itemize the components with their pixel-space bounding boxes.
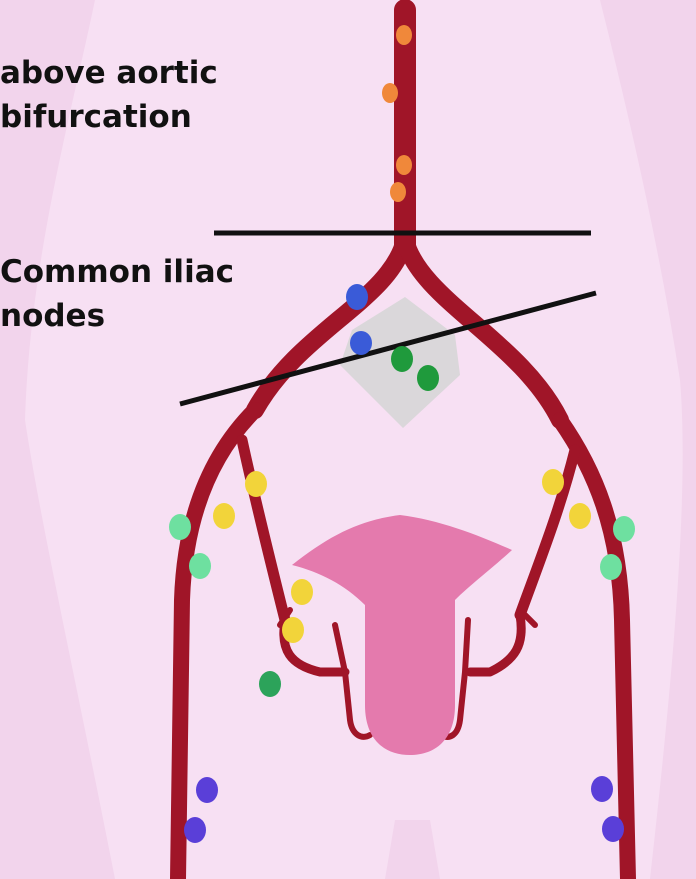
external-iliac-node xyxy=(189,553,211,579)
para-aortic-node xyxy=(396,155,412,175)
obturator-node xyxy=(259,671,281,697)
presacral-node xyxy=(391,346,413,372)
para-aortic-node xyxy=(396,25,412,45)
external-iliac-node xyxy=(613,516,635,542)
external-iliac-node xyxy=(169,514,191,540)
internal-iliac-node xyxy=(282,617,304,643)
para-aortic-node xyxy=(382,83,398,103)
external-iliac-node xyxy=(600,554,622,580)
inguinal-node xyxy=(196,777,218,803)
internal-iliac-node xyxy=(245,471,267,497)
internal-iliac-node xyxy=(213,503,235,529)
common-iliac-nodes-label: Common iliac nodes xyxy=(0,250,234,338)
inguinal-node xyxy=(184,817,206,843)
common-iliac-node xyxy=(350,331,372,355)
internal-iliac-node xyxy=(542,469,564,495)
inguinal-node xyxy=(591,776,613,802)
inguinal-node xyxy=(602,816,624,842)
presacral-node xyxy=(417,365,439,391)
para-aortic-node xyxy=(390,182,406,202)
common-iliac-node xyxy=(346,284,368,310)
above-aortic-bifurcation-label: above aortic bifurcation xyxy=(0,51,218,139)
internal-iliac-node xyxy=(291,579,313,605)
internal-iliac-node xyxy=(569,503,591,529)
